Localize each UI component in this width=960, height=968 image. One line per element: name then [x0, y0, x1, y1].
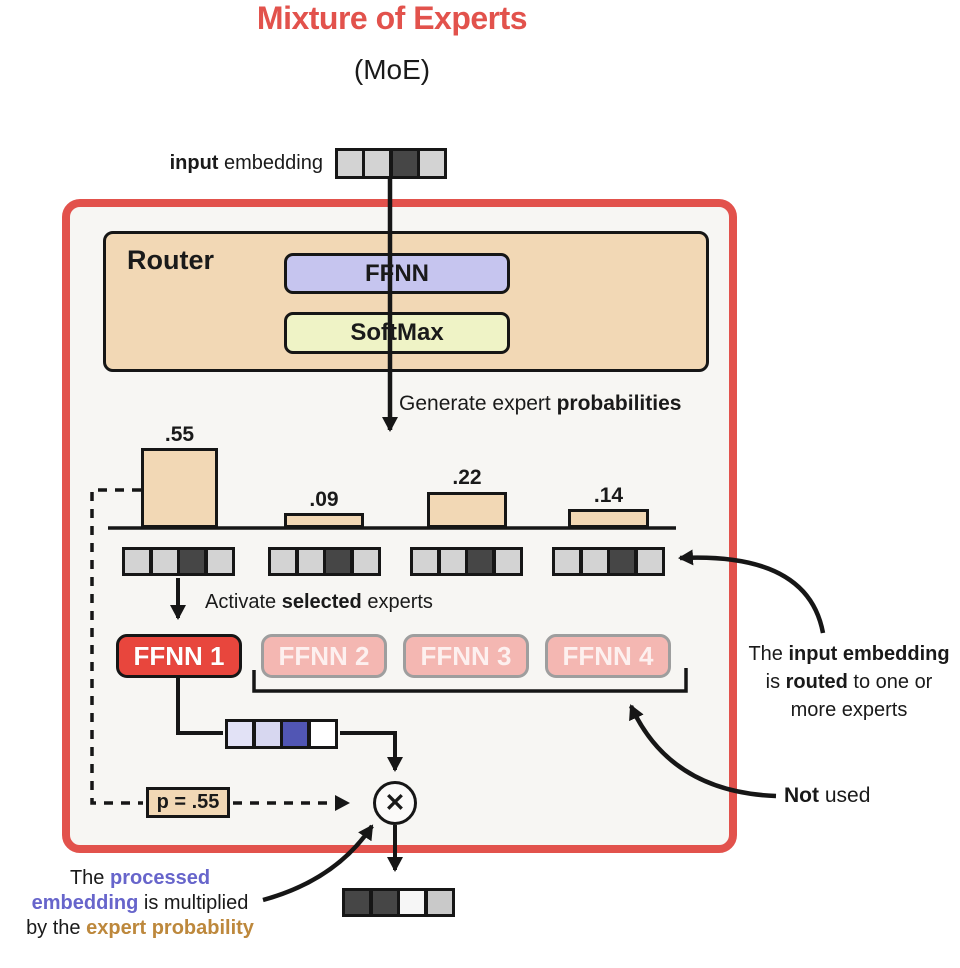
expert-ffnn-3: FFNN 3 — [403, 634, 529, 678]
embedding-cell — [392, 151, 417, 176]
page-subtitle: (MoE) — [353, 54, 431, 85]
probability-bar-1 — [141, 448, 218, 528]
router-softmax-label: SoftMax — [350, 319, 444, 346]
embedding-cell — [610, 550, 635, 573]
embedding-cell — [152, 550, 177, 573]
multiply-node: ✕ — [373, 781, 417, 825]
embedding-cell — [468, 550, 493, 573]
router-softmax-box: SoftMax — [284, 312, 510, 354]
multiply-icon: ✕ — [384, 789, 406, 817]
probability-bar-4 — [568, 509, 649, 528]
probability-value-4: .14 — [593, 484, 624, 507]
embedding-cell — [310, 722, 335, 746]
embedding-cell — [495, 550, 520, 573]
embedding-cell — [345, 891, 370, 914]
activate-experts-label: Activate selected experts — [205, 591, 433, 613]
page-title: Mixture of Experts — [256, 0, 528, 36]
embedding-cell — [582, 550, 607, 573]
embedding-cell — [180, 550, 205, 573]
routed-embedding-3 — [410, 547, 523, 576]
embedding-cell — [338, 151, 362, 176]
embedding-cell — [271, 550, 296, 573]
router-ffnn-label: FFNN — [365, 259, 429, 287]
embedding-cell — [326, 550, 351, 573]
router-label: Router — [127, 245, 214, 275]
routed-embedding-1 — [122, 547, 235, 576]
generate-probabilities-label: Generate expert probabilities — [399, 392, 682, 415]
multiplied-annotation: The processed embedding is multiplied by… — [26, 867, 254, 939]
probability-bar-2 — [284, 513, 364, 528]
routed-embedding-4 — [552, 547, 665, 576]
embedding-cell — [125, 550, 150, 573]
embedding-cell — [207, 550, 232, 573]
embedding-cell — [555, 550, 580, 573]
routed-embedding-2 — [268, 547, 381, 576]
probability-value-2: .09 — [309, 488, 339, 511]
embedding-cell — [255, 722, 280, 746]
embedding-cell — [420, 151, 444, 176]
embedding-cell — [637, 550, 662, 573]
embedding-cell — [365, 151, 390, 176]
expert-ffnn-1: FFNN 1 — [116, 634, 242, 678]
router-ffnn-box: FFNN — [284, 253, 510, 294]
input-embedding-label: input embedding — [169, 152, 323, 174]
processed-embedding-vector — [225, 719, 338, 749]
embedding-cell — [372, 891, 397, 914]
embedding-cell — [228, 722, 253, 746]
output-embedding-vector — [342, 888, 455, 917]
embedding-cell — [283, 722, 308, 746]
embedding-cell — [400, 891, 425, 914]
embedding-cell — [353, 550, 378, 573]
probability-value-3: .22 — [452, 466, 482, 489]
embedding-cell — [427, 891, 452, 914]
expert-ffnn-2: FFNN 2 — [261, 634, 387, 678]
probability-weight-box: p = .55 — [146, 787, 230, 818]
probability-value-1: .55 — [164, 423, 195, 446]
not-used-annotation: Not used — [784, 784, 871, 807]
embedding-cell — [413, 550, 438, 573]
probability-bar-3 — [427, 492, 507, 528]
embedding-cell — [440, 550, 465, 573]
expert-ffnn-4: FFNN 4 — [545, 634, 671, 678]
routed-annotation: The input embedding is routed to one or … — [748, 643, 950, 721]
input-embedding-vector — [335, 148, 447, 179]
embedding-cell — [298, 550, 323, 573]
